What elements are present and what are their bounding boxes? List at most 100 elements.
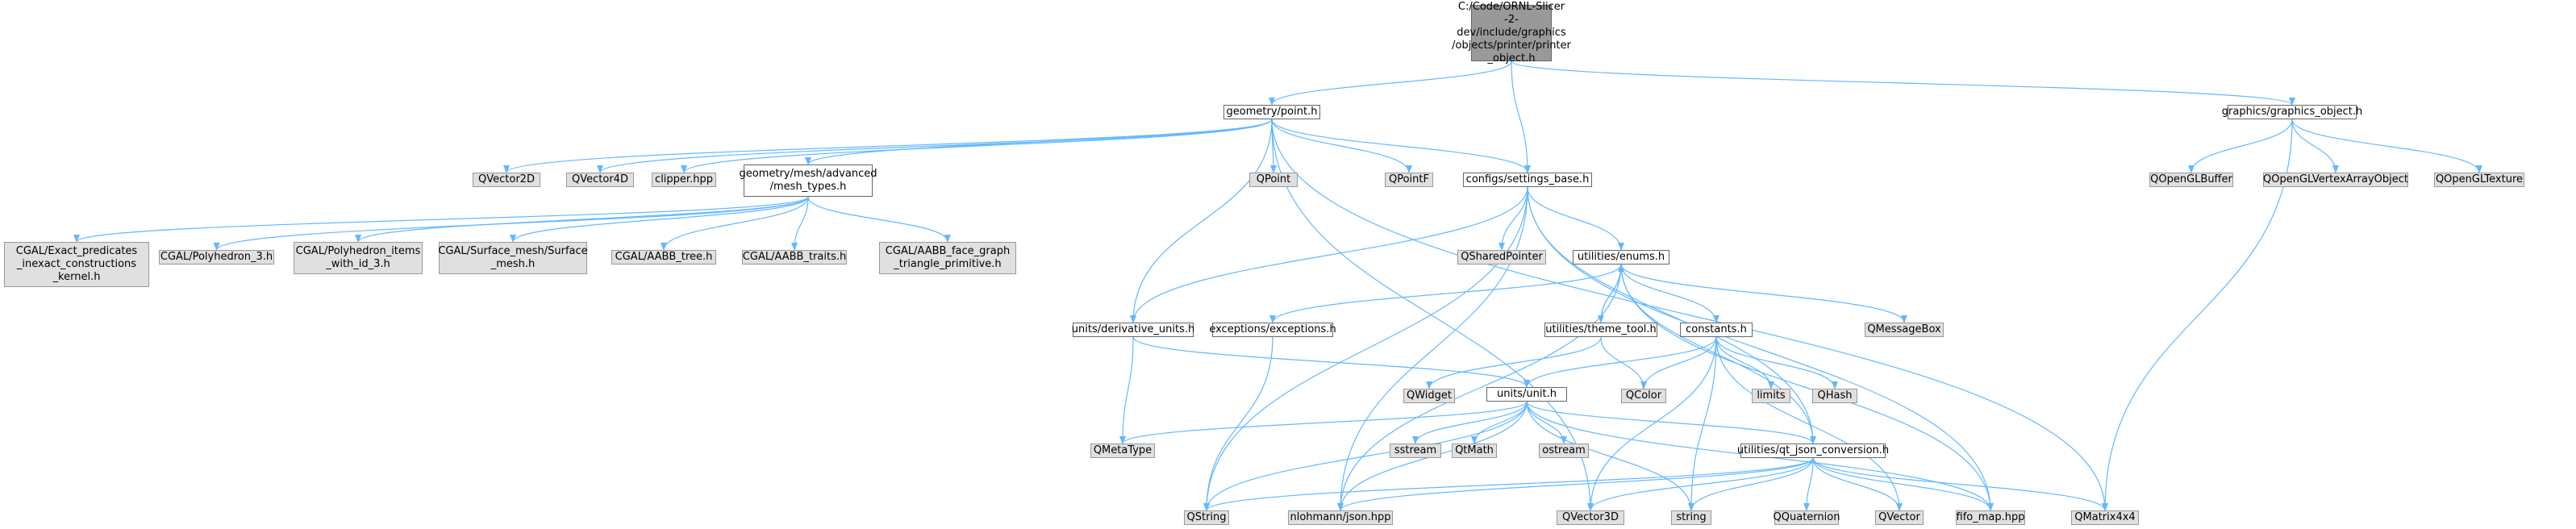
edge-point-to-qmatrix4x4 (1271, 119, 2108, 511)
node-clipper: clipper.hpp (652, 173, 716, 187)
node-qwidget: QWidget (1403, 389, 1455, 403)
node-qopenglbuffer: QOpenGLBuffer (2149, 173, 2233, 187)
node-unit[interactable]: units/unit.h (1486, 387, 1567, 402)
node-qvector2d: QVector2D (473, 173, 540, 187)
edge-unit-to-sstream (1412, 401, 1528, 444)
edge-point-to-mesh_types (805, 119, 1273, 165)
node-point[interactable]: geometry/point.h (1223, 105, 1320, 119)
node-qmessagebox: QMessageBox (1865, 323, 1944, 337)
edge-graphics_object-to-qopenglvao (2291, 119, 2339, 173)
edge-enums-to-qt_json (1620, 264, 1816, 444)
edge-constants-to-limits (1715, 336, 1774, 389)
edge-unit-to-qt_json (1526, 401, 1816, 444)
edge-root-to-settings (1511, 60, 1531, 173)
node-ostream: ostream (1539, 444, 1589, 458)
edge-constants-to-qvector (1715, 336, 1903, 511)
edge-qt_json-to-qstring (1203, 457, 1814, 511)
edge-constants-to-string (1688, 336, 1717, 511)
edge-settings-to-fifo_map (1527, 186, 1994, 511)
edge-settings-to-qstring (1203, 186, 1528, 511)
node-qcolor: QColor (1621, 389, 1666, 403)
node-qhash: QHash (1812, 389, 1857, 403)
edge-theme_tool-to-qwidget (1426, 336, 1602, 389)
node-qstring: QString (1184, 510, 1229, 525)
node-constants[interactable]: constants.h (1680, 323, 1753, 337)
node-root[interactable]: C:/Code/ORNL-Slicer -2-dev/include/graph… (1452, 1, 1571, 65)
edge-qt_json-to-fifo_map (1812, 457, 1994, 511)
edge-unit-to-string (1526, 401, 1694, 511)
node-qpoint: QPoint (1249, 173, 1298, 187)
node-qopengltexture: QOpenGLTexture (2434, 173, 2524, 187)
edge-point-to-settings (1271, 119, 1531, 173)
node-theme-tool[interactable]: utilities/theme_tool.h (1544, 323, 1657, 337)
edge-mesh_types-to-cgal_poly_items (355, 196, 809, 243)
node-cgal-exact-predicates: CGAL/Exact_predicates _inexact_construct… (4, 242, 149, 287)
node-cgal-aabb-traits: CGAL/AABB_traits.h (742, 250, 847, 264)
edge-constants-to-unit (1524, 336, 1717, 388)
node-fifo-map: fifo_map.hpp (1956, 510, 2025, 525)
edge-graphics_object-to-qmatrix4x4 (2102, 119, 2293, 511)
edge-constants-to-qcolor (1640, 336, 1717, 389)
node-qpointf: QPointF (1385, 173, 1433, 187)
edge-mesh_types-to-cgal_aabb_traits (791, 196, 809, 251)
edge-graphics_object-to-qopenglbuffer (2188, 119, 2293, 173)
edge-qt_json-to-qvector (1812, 457, 1903, 511)
node-qt-json-conversion[interactable]: utilities/qt_json_conversion.h (1736, 444, 1890, 458)
edge-root-to-point (1269, 60, 1512, 106)
edge-point-to-qpointf (1271, 119, 1412, 173)
edge-qt_json-to-qvector3d (1587, 457, 1814, 511)
edge-unit-to-qstring (1203, 401, 1528, 511)
edge-mesh_types-to-cgal_exact (73, 196, 809, 243)
edge-mesh_types-to-cgal_surface (510, 196, 809, 243)
node-qvector4d: QVector4D (566, 173, 634, 187)
node-derivative-units[interactable]: units/derivative_units.h (1071, 323, 1195, 337)
edge-settings-to-qsharedpointer (1498, 186, 1528, 251)
edge-settings-to-enums (1527, 186, 1624, 251)
node-qvector: QVector (1875, 510, 1924, 525)
node-mesh-types[interactable]: geometry/mesh/advanced /mesh_types.h (740, 165, 877, 197)
edge-point-to-qvector2d (503, 119, 1273, 173)
node-qmetatype: QMetaType (1090, 444, 1155, 458)
node-cgal-aabb-face-graph: CGAL/AABB_face_graph _triangle_primitive… (879, 242, 1016, 274)
edge-derivative_units-to-unit (1132, 336, 1530, 388)
node-cgal-polyhedron-3: CGAL/Polyhedron_3.h (159, 250, 274, 264)
edge-point-to-clipper (681, 119, 1273, 173)
edge-unit-to-qmetatype (1119, 401, 1528, 444)
node-string: string (1671, 510, 1711, 525)
node-qmatrix4x4: QMatrix4x4 (2071, 510, 2139, 525)
node-cgal-polyhedron-items: CGAL/Polyhedron_items _with_id_3.h (294, 242, 423, 274)
edge-enums-to-constants (1620, 264, 1719, 323)
edge-enums-to-exceptions (1269, 264, 1622, 323)
node-graphics-object[interactable]: graphics/graphics_object.h (2221, 105, 2363, 119)
edge-root-to-graphics_object (1511, 60, 2295, 106)
node-exceptions[interactable]: exceptions/exceptions.h (1209, 323, 1336, 337)
edge-graphics_object-to-qopengltexture (2291, 119, 2482, 173)
edge-qt_json-to-string (1688, 457, 1814, 511)
node-sstream: sstream (1390, 444, 1441, 458)
node-settings[interactable]: configs/settings_base.h (1463, 173, 1592, 187)
node-qsharedpointer: QSharedPointer (1457, 250, 1546, 264)
edge-constants-to-qhash (1715, 336, 1838, 389)
edge-mesh_types-to-cgal_aabb_face (807, 196, 951, 243)
node-cgal-surface-mesh: CGAL/Surface_mesh/Surface _mesh.h (438, 242, 588, 274)
node-enums[interactable]: utilities/enums.h (1573, 250, 1669, 264)
node-nlohmann-json: nlohmann/json.hpp (1288, 510, 1393, 525)
node-cgal-aabb-tree: CGAL/AABB_tree.h (611, 250, 716, 264)
edge-settings-to-nlohmann (1337, 186, 1528, 511)
node-qquaternion: QQuaternion (1773, 510, 1840, 525)
edge-qt_json-to-qquaternion (1803, 457, 1814, 511)
edge-point-to-derivative_units (1130, 119, 1273, 323)
edge-qt_json-to-nlohmann (1337, 457, 1814, 511)
edge-unit-to-qtmath (1471, 401, 1528, 444)
edge-settings-to-derivative_units (1130, 186, 1528, 323)
edge-exceptions-to-qstring (1203, 336, 1273, 511)
node-qvector3d: QVector3D (1557, 510, 1624, 525)
edge-theme_tool-to-qcolor (1600, 336, 1647, 389)
edge-qt_json-to-qmatrix4x4 (1812, 457, 2108, 511)
node-qopenglvertexarrayobject: QOpenGLVertexArrayObject (2263, 173, 2408, 187)
node-limits: limits (1752, 389, 1790, 403)
edge-enums-to-qmessagebox (1620, 264, 1907, 323)
edge-enums-to-fifo_map (1620, 264, 1994, 511)
